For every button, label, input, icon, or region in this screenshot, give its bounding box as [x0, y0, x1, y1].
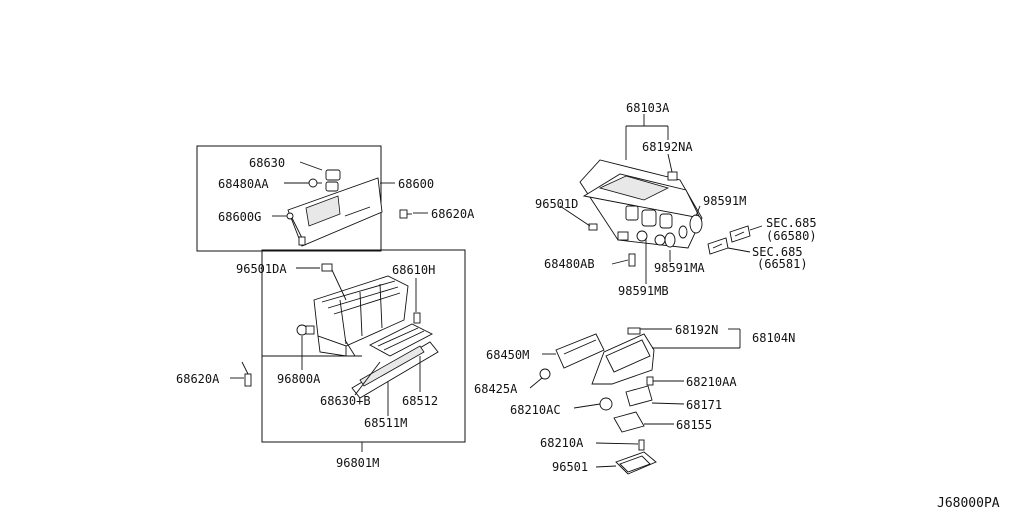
diagram-code: J68000PA	[937, 496, 1000, 511]
cluster-lid-68103A	[579, 159, 703, 249]
label-68210AA: 68210AA	[686, 375, 737, 389]
label-68630: 68630	[249, 156, 285, 170]
clip-68192NA	[667, 171, 678, 181]
bracket-68155	[613, 411, 645, 433]
trim-68512	[369, 323, 433, 357]
label-96801M: 96801M	[336, 456, 379, 470]
label-68600: 68600	[398, 177, 434, 191]
tray-96501	[615, 451, 657, 475]
console-panel-68104N	[591, 327, 655, 385]
label-68425A: 68425A	[474, 382, 518, 396]
label-68192N: 68192N	[675, 323, 718, 337]
label-98591MA: 98591MA	[654, 261, 705, 275]
label-96501D: 96501D	[535, 197, 578, 211]
knob-98591MB	[664, 232, 676, 248]
label-68103A: 68103A	[626, 101, 670, 115]
screw-68210A	[638, 439, 645, 451]
label-96800A: 96800A	[277, 372, 321, 386]
label-98591M: 98591M	[703, 194, 746, 208]
screw-68620A-left	[241, 361, 252, 387]
label-sec685-66581: SEC.685	[752, 245, 803, 259]
clip-96501DA	[321, 263, 333, 272]
label-68620A-left: 68620A	[176, 372, 220, 386]
label-68192NA: 68192NA	[642, 140, 693, 154]
clip-68600G	[286, 212, 294, 220]
lock-cylinder-68630	[325, 169, 341, 192]
label-96501: 96501	[552, 460, 588, 474]
label-68450M: 68450M	[486, 348, 529, 362]
clip-68425A	[539, 368, 551, 380]
label-68104N: 68104N	[752, 331, 795, 345]
label-68610H: 68610H	[392, 263, 435, 277]
label-68210AC: 68210AC	[510, 403, 561, 417]
clip-96501D	[588, 223, 598, 231]
label-68155: 68155	[676, 418, 712, 432]
screw-68210AA	[646, 376, 654, 386]
label-sec685-66580: SEC.685	[766, 216, 817, 230]
label-68210A: 68210A	[540, 436, 584, 450]
bracket-68610H	[413, 312, 421, 324]
glove-lid-68600	[287, 177, 383, 247]
switch-66581	[707, 237, 729, 255]
glove-lid-group-frame	[196, 145, 382, 252]
clip-68210AC	[599, 397, 613, 411]
label-96501DA: 96501DA	[236, 262, 287, 276]
label-68511M: 68511M	[364, 416, 407, 430]
glove-box-group-frame	[261, 249, 466, 443]
knob-98591M	[689, 214, 703, 234]
label-68480AA: 68480AA	[218, 177, 269, 191]
bracket-68171	[625, 385, 653, 407]
clip-68480AA	[308, 178, 322, 188]
label-68600G: 68600G	[218, 210, 261, 224]
glove-box-body-96801M	[313, 275, 409, 357]
screw-68480AB	[628, 253, 636, 267]
label-68630B: 68630+B	[320, 394, 371, 408]
label-68171: 68171	[686, 398, 722, 412]
label-68512: 68512	[402, 394, 438, 408]
label-68480AB: 68480AB	[544, 257, 595, 271]
lamp-96800A	[296, 324, 315, 336]
screw-68620A-top	[399, 209, 412, 219]
label-68620A-top: 68620A	[431, 207, 475, 221]
bracket-68450M	[555, 333, 605, 369]
knob-98591MA	[678, 225, 688, 239]
label-sec685-66580-ref: (66580)	[766, 229, 817, 243]
label-sec685-66581-ref: (66581)	[757, 257, 808, 271]
glove-box-lid-68511M	[351, 341, 439, 399]
switch-66580	[729, 225, 751, 243]
label-98591MB: 98591MB	[618, 284, 669, 298]
